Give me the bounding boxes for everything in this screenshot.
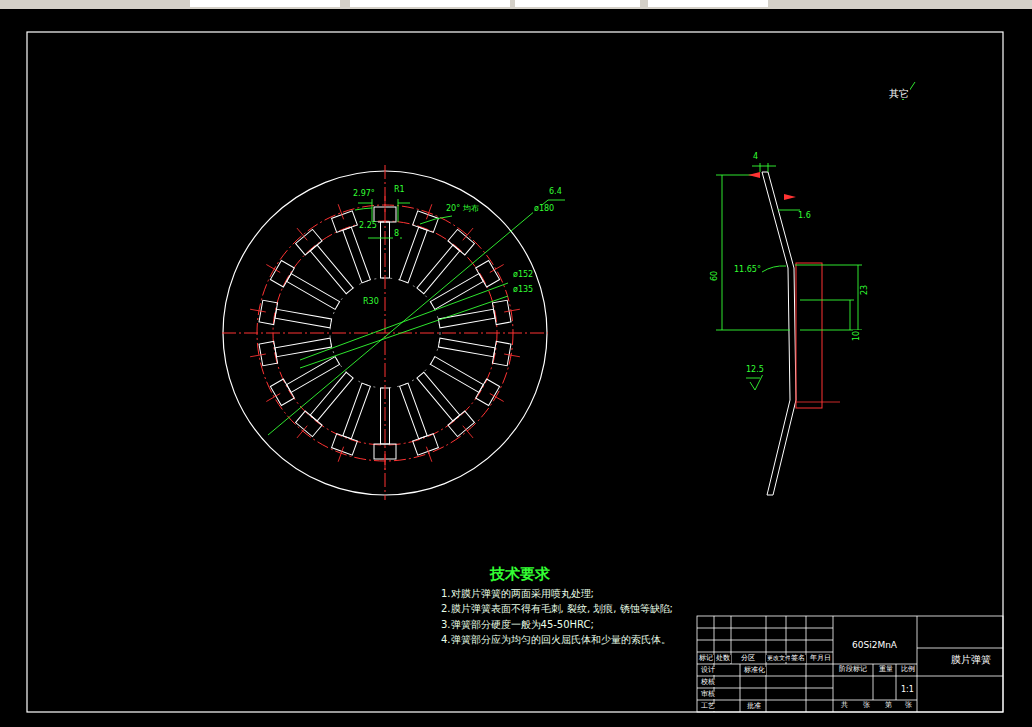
- technical-note: 1.对膜片弹簧的两面采用喷丸处理;: [440, 588, 595, 599]
- title-block-cell: 分区: [740, 655, 756, 663]
- title-block-cell: 重量: [878, 666, 894, 674]
- title-block-cell: 60Si2MnA: [851, 641, 898, 651]
- dimension-text: ø135: [512, 286, 534, 295]
- dimension-text: ø180: [533, 205, 555, 214]
- title-block-cell: 1:1: [900, 686, 915, 695]
- title-block-cell: 工艺: [700, 703, 716, 711]
- dimension-text: ø152: [512, 271, 534, 280]
- technical-note: 3.弹簧部分硬度一般为45-50HRC;: [440, 619, 595, 630]
- title-block-cell: 张: [904, 702, 913, 710]
- dimension-text: 4: [752, 153, 759, 162]
- title-block-cell: 签名: [790, 655, 806, 663]
- dimension-text: 其它: [888, 88, 910, 99]
- title-block-cell: 处数: [715, 655, 731, 663]
- title-block-cell: 第: [884, 702, 893, 710]
- title-block-cell: 批准: [746, 703, 762, 711]
- dimension-text: R1: [393, 186, 406, 195]
- title-block-cell: 审核: [700, 691, 716, 699]
- dimension-text: 23: [861, 284, 870, 296]
- technical-note: 4.弹簧部分应为均匀的回火屈氏体和少量的索氏体。: [440, 634, 672, 645]
- title-block-cell: 共: [840, 702, 849, 710]
- dimension-text: 20° 均布: [445, 205, 480, 214]
- dimension-text: 8: [393, 230, 400, 239]
- title-block-cell: 设计: [700, 667, 716, 675]
- technical-note: 2.膜片弹簧表面不得有毛刺, 裂纹, 划痕, 锈蚀等缺陷;: [440, 603, 674, 614]
- dimension-text: R30: [362, 298, 380, 307]
- title-block-cell: 标准化: [743, 667, 766, 675]
- title-block-cell: 年月日: [809, 655, 832, 663]
- dimension-text: 6.4: [548, 188, 563, 197]
- dimension-text: 1.6: [797, 212, 812, 221]
- dimension-text: 12.5: [745, 366, 765, 375]
- dimension-text: 60: [711, 270, 720, 282]
- dimension-text: 2.25: [358, 222, 378, 231]
- title-block-cell: 标记: [698, 655, 714, 663]
- dimension-text: 2.97°: [352, 190, 376, 199]
- title-block-cell: 校核: [700, 679, 716, 687]
- dimension-text: 10: [853, 330, 862, 342]
- dimension-text: 11.65°: [733, 266, 762, 275]
- title-block-cell: 比例: [900, 666, 916, 674]
- title-block-cell: 张: [862, 702, 871, 710]
- title-block-cell: 阶段标记: [838, 666, 868, 674]
- title-block-cell: 膜片弹簧: [950, 654, 992, 665]
- technical-note: 技术要求: [489, 566, 551, 583]
